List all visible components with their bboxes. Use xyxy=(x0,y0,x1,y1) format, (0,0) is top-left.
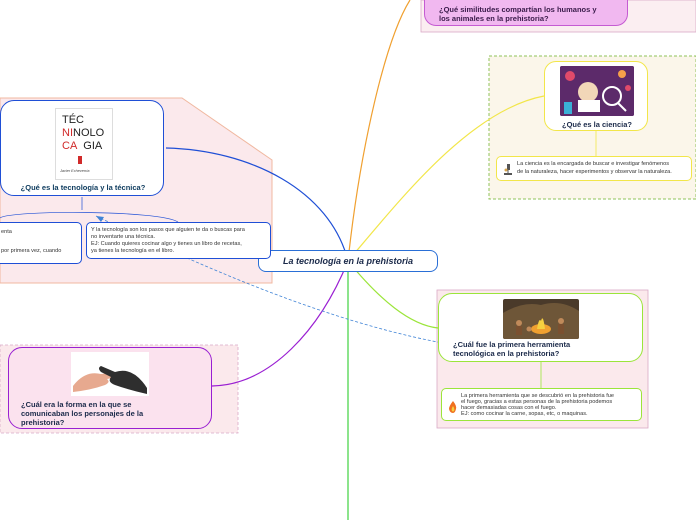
tecnologia-line-2: no inventarte una técnica. xyxy=(91,234,156,240)
scientist-icon xyxy=(560,66,634,116)
fire-icon xyxy=(449,401,457,413)
branch-orange xyxy=(347,0,411,262)
comunicacion-question-line-2: comunicaban los personajes de la xyxy=(21,409,144,418)
comunicacion-question-line-1: ¿Cuál era la forma en la que se xyxy=(21,400,132,409)
hands-image xyxy=(71,352,149,396)
herramienta-question-line-2: tecnológica en la prehistoria? xyxy=(453,349,560,358)
herramienta-desc-icon xyxy=(448,400,458,413)
herramienta-image xyxy=(503,299,579,339)
ciencia-image xyxy=(560,66,634,116)
tecnologia-description-box[interactable]: Y la tecnología son los pasos que alguie… xyxy=(86,222,271,259)
ciencia-node[interactable]: ¿Qué es la ciencia? xyxy=(544,61,648,131)
tecnica-line-1: enta xyxy=(1,229,12,235)
ciencia-desc-icon xyxy=(503,163,513,175)
book-line-1: TÉC xyxy=(62,114,84,126)
ciencia-line-1: La ciencia es la encargada de buscar e i… xyxy=(517,161,670,167)
branch-lime xyxy=(347,260,439,329)
similitudes-node[interactable]: ¿Qué similitudes compartían los humanos … xyxy=(424,0,628,26)
tecnologia-question: ¿Qué es la tecnología y la técnica? xyxy=(20,183,146,192)
herramienta-line-3: hacer demasiadas cosas con el fuego. xyxy=(461,405,557,411)
branch-purple xyxy=(211,260,349,387)
similitudes-question-line-1: ¿Qué similitudes compartían los humanos … xyxy=(439,5,597,14)
tecnica-line-2: por primera vez, cuando xyxy=(1,248,62,254)
comunicacion-node[interactable]: ¿Cuál era la forma en la que se comunica… xyxy=(8,347,212,429)
herramienta-line-2: el fuego, gracias a estas personas de la… xyxy=(461,399,613,405)
branch-yellow xyxy=(347,95,545,262)
tecnologia-node[interactable]: TÉC NINOLO CA GIA Javier Echeverría ¿Qué … xyxy=(0,100,164,196)
book-cover-image: TÉC NINOLO CA GIA Javier Echeverría xyxy=(55,108,113,180)
microscope-icon xyxy=(504,164,512,175)
tecnologia-line-1: Y la tecnología son los pasos que alguie… xyxy=(91,227,245,233)
central-topic[interactable]: La tecnología en la prehistoria xyxy=(258,250,438,272)
tecnologia-line-3: EJ: Cuando quieres cocinar algo y tienes… xyxy=(91,241,242,247)
similitudes-question-line-2: los animales en la prehistoria? xyxy=(439,14,549,23)
book-line-2a: NI xyxy=(62,127,73,139)
tecnologia-line-4: ya tienes la tecnología en el libro. xyxy=(91,248,175,254)
book-line-3a: CA xyxy=(62,140,78,152)
book-line-2b: NOLO xyxy=(73,127,105,139)
herramienta-line-4: EJ: como cocinar la carne, sopas, etc, o… xyxy=(461,411,588,417)
herramienta-description-box[interactable]: La primera herramienta que se descubrió … xyxy=(441,388,642,421)
ciencia-line-2: de la naturaleza, hacer experimentos y o… xyxy=(517,169,672,175)
book-red-mark xyxy=(78,156,82,164)
book-line-3b: GIA xyxy=(83,140,103,152)
cave-fire-image xyxy=(503,299,579,339)
ciencia-description-box[interactable]: La ciencia es la encargada de buscar e i… xyxy=(496,156,692,181)
tecnologia-sub-connector xyxy=(0,197,179,223)
herramienta-question-line-1: ¿Cuál fue la primera herramienta xyxy=(453,340,571,349)
herramienta-line-1: La primera herramienta que se descubrió … xyxy=(461,393,614,399)
arrow-head xyxy=(96,216,104,222)
tecnica-description-box[interactable]: enta por primera vez, cuando xyxy=(0,222,82,264)
central-topic-label: La tecnología en la prehistoria xyxy=(282,256,414,266)
comunicacion-image xyxy=(71,352,149,396)
ciencia-question: ¿Qué es la ciencia? xyxy=(561,120,633,129)
book-author: Javier Echeverría xyxy=(60,169,90,173)
comunicacion-question-line-3: prehistoria? xyxy=(21,418,65,427)
herramienta-node[interactable]: ¿Cuál fue la primera herramienta tecnoló… xyxy=(438,293,643,362)
branch-blue xyxy=(165,147,349,262)
